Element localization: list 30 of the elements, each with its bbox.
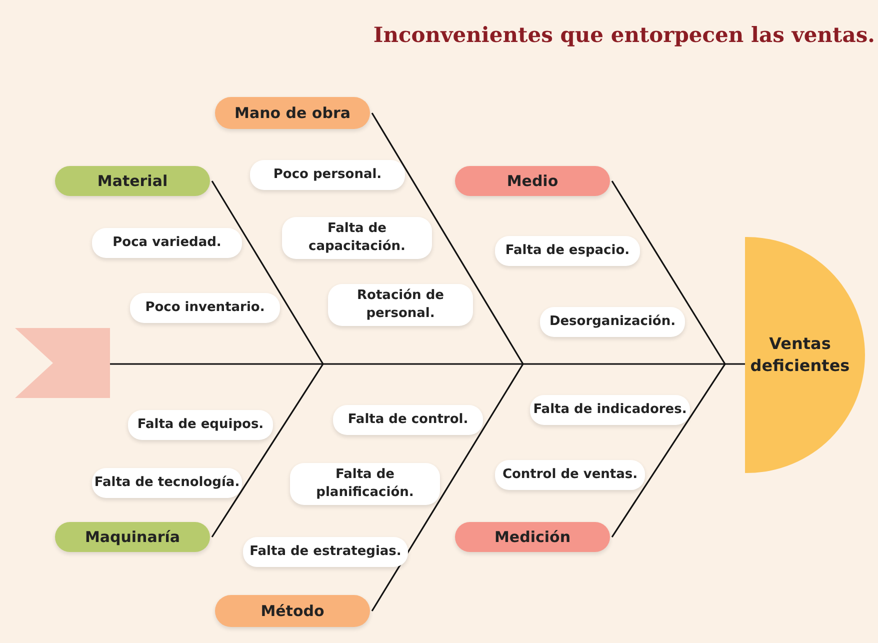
half-circle-head: Ventas deficientes [745,237,865,473]
spine-line [110,363,745,365]
bone-line [211,180,324,364]
category-label: Medio [455,166,610,196]
category-label: Método [215,595,370,627]
category-label: Medición [455,522,610,552]
cause-label: Poco inventario. [130,293,280,323]
cause-label: Rotación de personal. [328,284,473,326]
category-label: Mano de obra [215,97,370,129]
cause-label: Falta de indicadores. [530,395,690,425]
bone-line [371,364,524,612]
bone-line [371,112,524,364]
cause-label: Falta de tecnología. [92,468,242,498]
category-label: Maquinaría [55,522,210,552]
fish-tail-shape [15,328,110,398]
cause-label: Falta de planificación. [290,463,440,505]
bone-line [611,180,726,364]
cause-label: Falta de estrategias. [243,537,408,567]
cause-label: Poco personal. [250,160,405,190]
bone-line [611,364,726,538]
cause-label: Falta de capacitación. [282,217,432,259]
cause-label: Desorganización. [540,307,685,337]
cause-label: Poca variedad. [92,228,242,258]
bone-line [211,364,324,538]
cause-label: Falta de control. [333,405,483,435]
cause-label: Falta de espacio. [495,236,640,266]
title: Inconvenientes que entorpecen las ventas. [372,22,875,47]
cause-label: Falta de equipos. [128,410,273,440]
cause-label: Control de ventas. [495,460,645,490]
category-label: Material [55,166,210,196]
